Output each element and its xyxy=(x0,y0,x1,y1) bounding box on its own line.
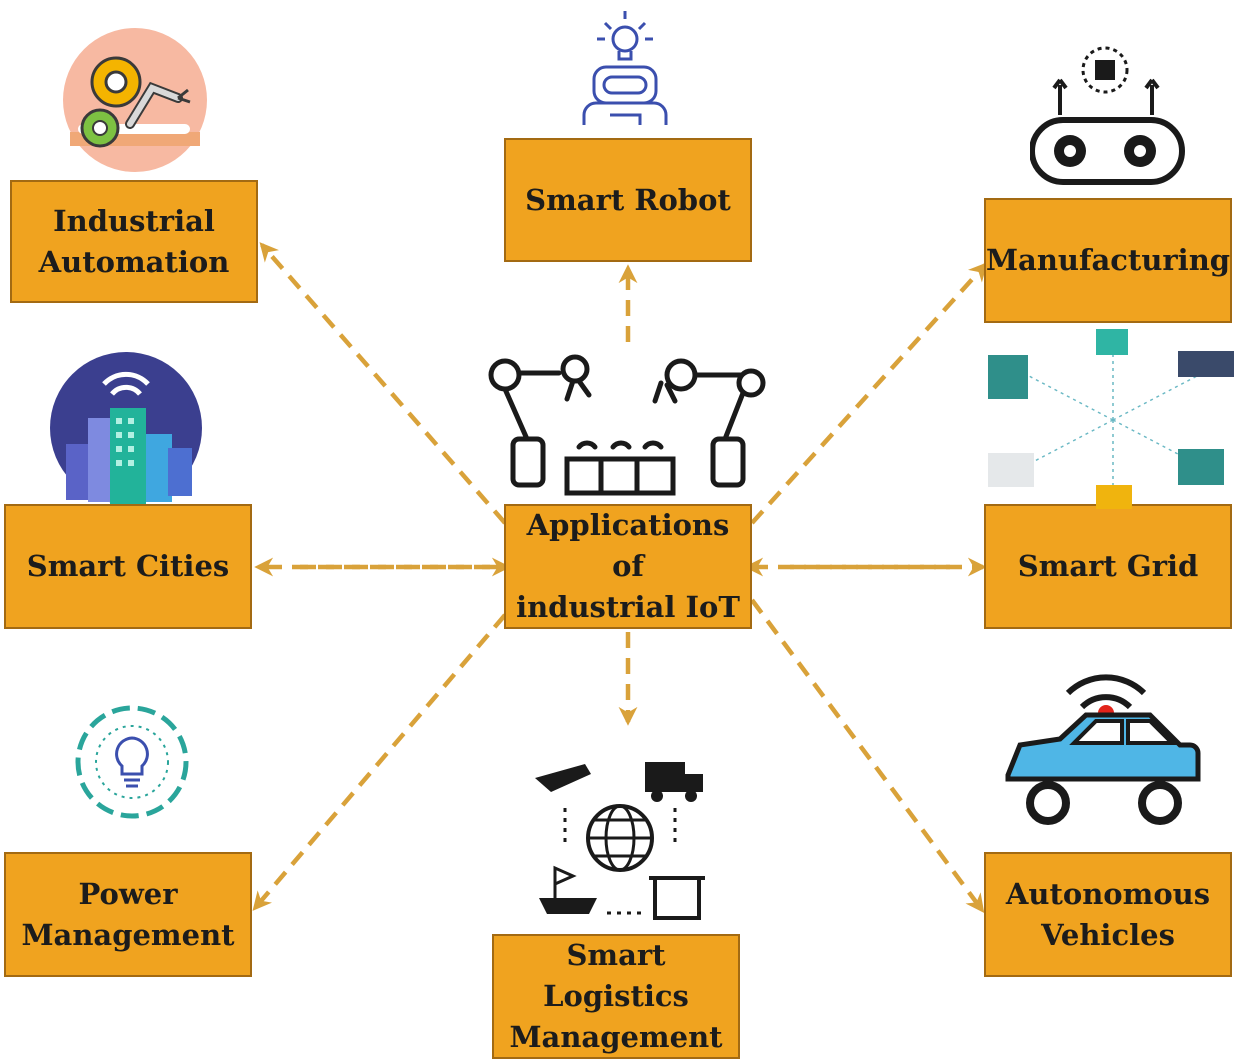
smart-robot-label: Smart Robot xyxy=(525,182,731,217)
factory-robot-arms-icon xyxy=(488,354,766,496)
smart-logistics-label: Smart Logistics Management xyxy=(509,938,723,1054)
industrial-automation-box: Industrial Automation xyxy=(10,180,258,303)
arrow-to-autonomous-vehicles xyxy=(750,598,985,914)
smart-grid-label: Smart Grid xyxy=(1017,549,1199,583)
arrow-to-manufacturing xyxy=(750,262,988,525)
smart-cities-box: Smart Cities xyxy=(4,504,252,629)
arrow-to-power-management xyxy=(252,613,507,911)
smart-robot-box: Smart Robot xyxy=(504,138,752,262)
autonomous-vehicles-box: Autonomous Vehicles xyxy=(984,852,1232,977)
power-management-label: Power Management xyxy=(21,876,235,952)
smart-grid-network-icon xyxy=(988,329,1234,509)
city-wifi-icon xyxy=(50,352,202,504)
autonomous-vehicles-label: Autonomous Vehicles xyxy=(1005,876,1211,952)
logistics-globe-icon xyxy=(535,762,705,920)
gear-lightbulb-icon xyxy=(75,705,189,819)
industrial-automation-label: Industrial Automation xyxy=(38,203,230,279)
smart-logistics-box: Smart Logistics Management xyxy=(492,934,740,1059)
robot-arm-gear-icon xyxy=(63,28,207,172)
manufacturing-box: Manufacturing xyxy=(984,198,1232,323)
arrow-to-industrial-automation xyxy=(259,242,507,525)
smart-cities-label: Smart Cities xyxy=(26,549,230,583)
smart-grid-box: Smart Grid xyxy=(984,504,1232,629)
center-label: Applications of industrial IoT xyxy=(516,508,740,624)
manufacturing-label: Manufacturing xyxy=(985,243,1231,277)
center-box: Applications of industrial IoT xyxy=(504,504,752,629)
conveyor-gears-icon xyxy=(1030,46,1185,185)
power-management-box: Power Management xyxy=(4,852,252,977)
connected-car-icon xyxy=(1005,674,1201,825)
robot-lightbulb-icon xyxy=(582,11,668,125)
